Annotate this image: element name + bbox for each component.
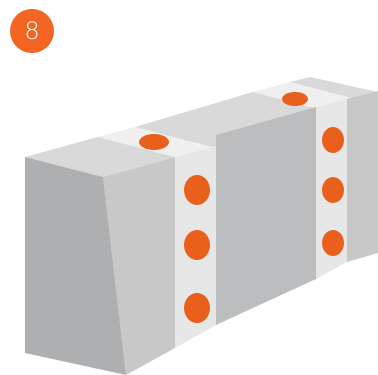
block-2-front (216, 107, 316, 325)
mortar-dot (322, 177, 344, 203)
mortar-dot (184, 175, 210, 205)
block-3-front (347, 91, 378, 262)
mortar-dot (322, 230, 344, 256)
mortar-dot (282, 92, 308, 106)
mortar-dot (184, 293, 210, 323)
mortar-dot (139, 134, 169, 150)
mortar-dot (322, 127, 344, 153)
mortar-dot (184, 230, 210, 260)
